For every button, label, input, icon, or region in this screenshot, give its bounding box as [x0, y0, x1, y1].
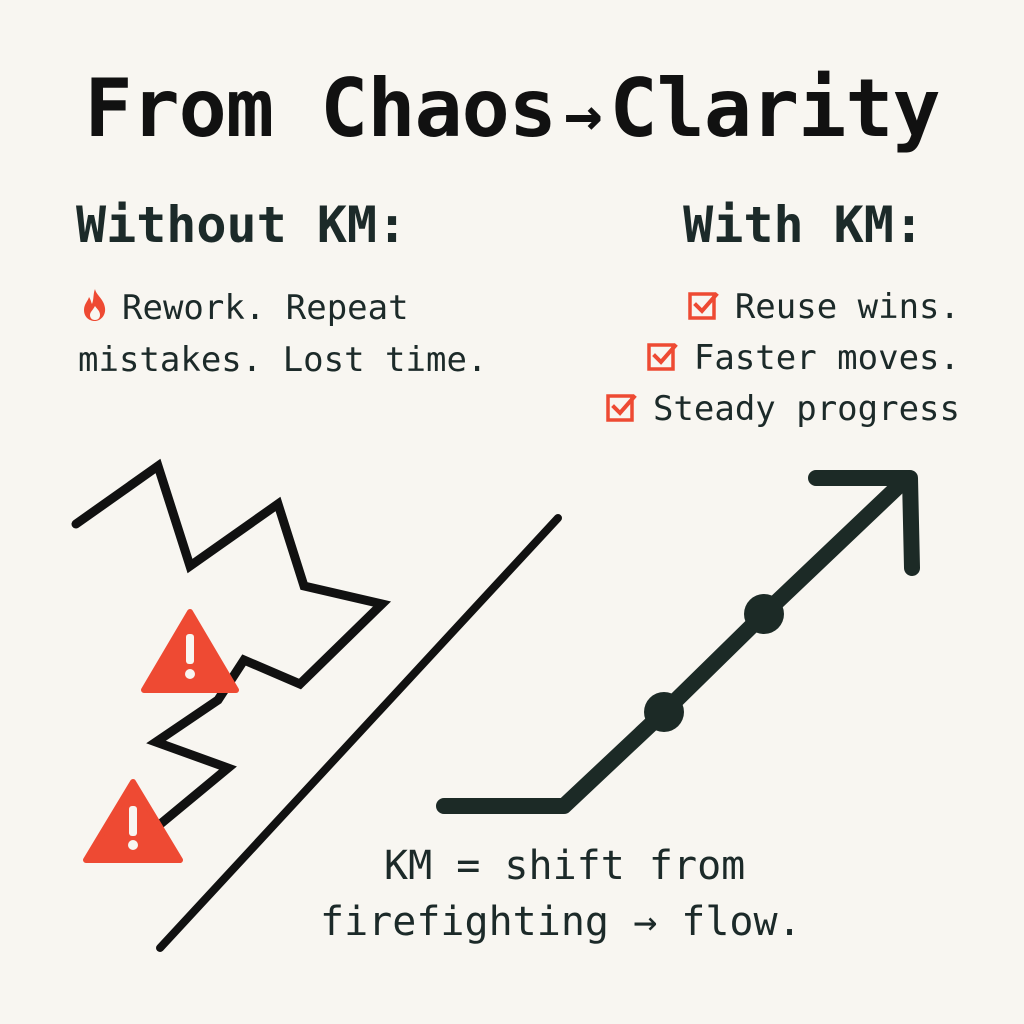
with-km-list: Reuse wins. Faster moves. Steady progres…	[605, 282, 960, 435]
flow-progress-line	[436, 472, 913, 814]
with-km-item-label: Reuse wins.	[734, 287, 960, 327]
with-km-item: Steady progress	[605, 384, 960, 435]
with-km-item-label: Faster moves.	[693, 338, 960, 378]
flow-milestone-dot	[644, 692, 684, 732]
with-km-item-label: Steady progress	[652, 389, 960, 429]
flow-milestone-dot	[744, 594, 784, 634]
title-right: Clarity	[609, 62, 941, 155]
title-arrow: →	[563, 78, 603, 152]
without-km-line-2: mistakes. Lost time.	[78, 340, 488, 380]
page-title: From Chaos→Clarity	[0, 62, 1024, 155]
checkbox-checked-icon	[688, 292, 719, 320]
with-km-item: Faster moves.	[605, 333, 960, 384]
caption: KM = shift from firefighting → flow.	[320, 838, 802, 950]
without-km-description: Rework. Repeat mistakes. Lost time.	[78, 282, 487, 386]
warning-icon	[141, 609, 239, 693]
fire-icon	[84, 289, 106, 321]
with-km-item: Reuse wins.	[605, 282, 960, 333]
without-km-line-1-text: Rework. Repeat	[122, 288, 409, 328]
checkbox-checked-icon	[647, 343, 678, 371]
without-km-line-1: Rework. Repeat	[78, 282, 487, 334]
without-km-heading: Without KM:	[76, 196, 408, 254]
caption-line-1: KM = shift from	[384, 843, 746, 889]
with-km-heading: With KM:	[683, 196, 924, 254]
checkbox-checked-icon	[606, 394, 637, 422]
title-left: From Chaos	[84, 62, 557, 155]
caption-line-2: firefighting → flow.	[320, 899, 802, 945]
warning-icon	[83, 779, 183, 863]
divider-diagonal	[156, 514, 562, 952]
flow-arrowhead	[808, 470, 920, 576]
chaos-zigzag-line	[71, 458, 392, 831]
